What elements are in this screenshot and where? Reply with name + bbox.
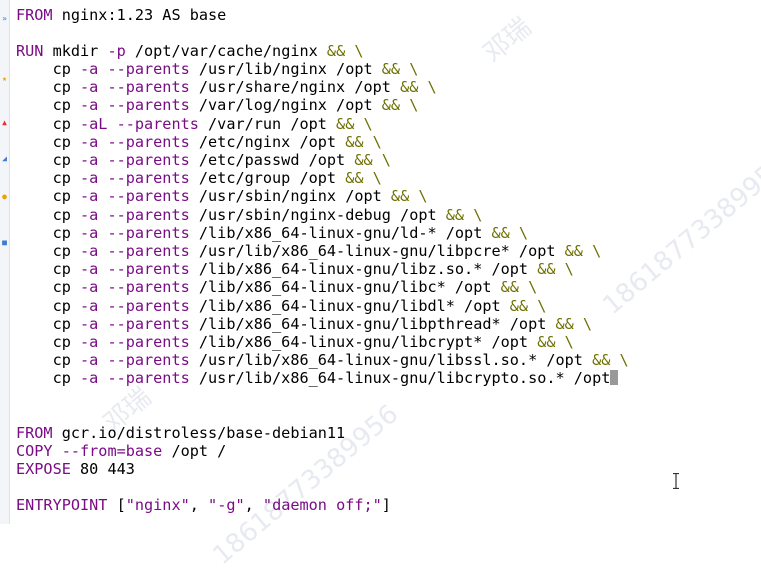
code-line: cp -a --parents /usr/lib/nginx /opt && \ <box>16 60 419 78</box>
code-line: COPY --from=base /opt / <box>16 442 227 460</box>
code-line: FROM gcr.io/distroless/base-debian11 <box>16 424 346 442</box>
code-line: cp -a --parents /usr/sbin/nginx /opt && … <box>16 187 428 206</box>
code-line: cp -a --parents /usr/lib/x86_64-linux-gn… <box>16 242 602 260</box>
text-cursor <box>610 370 619 386</box>
star-icon: ★ <box>2 74 7 83</box>
code-line: EXPOSE 80 443 <box>16 460 135 478</box>
code-line: ENTRYPOINT ["nginx", "-g", "daemon off;"… <box>16 496 391 514</box>
code-line: cp -a --parents /etc/nginx /opt && \ <box>16 132 382 151</box>
code-line: cp -a --parents /lib/x86_64-linux-gnu/li… <box>16 314 593 333</box>
code-line: cp -a --parents /usr/lib/x86_64-linux-gn… <box>16 369 619 387</box>
code-line: cp -a --parents /lib/x86_64-linux-gnu/li… <box>16 296 547 315</box>
code-line: cp -a --parents /lib/x86_64-linux-gnu/li… <box>16 333 574 351</box>
expand-icon[interactable]: » <box>2 14 7 23</box>
code-line: cp -a --parents /etc/passwd /opt && \ <box>16 151 391 169</box>
code-line: cp -a --parents /lib/x86_64-linux-gnu/li… <box>16 260 574 279</box>
code-line: cp -a --parents /etc/group /opt && \ <box>16 169 382 188</box>
code-line: cp -a --parents /var/log/nginx /opt && \ <box>16 96 419 115</box>
send-icon: ◢ <box>2 154 7 163</box>
code-line: FROM nginx:1.23 AS base <box>16 6 227 24</box>
code-line: cp -aL --parents /var/run /opt && \ <box>16 114 373 133</box>
code-line: cp -a --parents /lib/x86_64-linux-gnu/ld… <box>16 223 529 242</box>
dot-icon: ● <box>2 192 7 201</box>
code-line: RUN mkdir -p /opt/var/cache/nginx && \ <box>16 42 364 60</box>
code-line: cp -a --parents /usr/share/nginx /opt &&… <box>16 78 437 97</box>
code-line: cp -a --parents /usr/lib/x86_64-linux-gn… <box>16 351 629 370</box>
code-editor[interactable]: FROM nginx:1.23 AS base RUN mkdir -p /op… <box>0 0 761 524</box>
text-cursor-icon <box>673 473 679 489</box>
code-line: cp -a --parents /lib/x86_64-linux-gnu/li… <box>16 278 538 297</box>
side-gutter: » ★ ▲ ◢ ● ■ <box>0 0 10 524</box>
code-line: cp -a --parents /usr/sbin/nginx-debug /o… <box>16 205 483 224</box>
tool-icon: ■ <box>2 238 7 247</box>
pin-icon: ▲ <box>2 118 7 127</box>
